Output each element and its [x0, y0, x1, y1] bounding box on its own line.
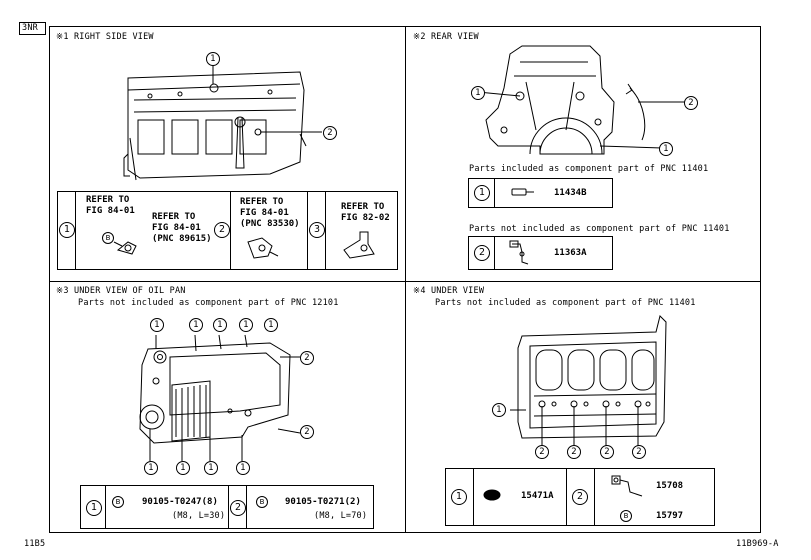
- engine-code: 3NR: [22, 23, 38, 33]
- vertical-divider: [405, 26, 407, 533]
- callout-1: 1: [659, 142, 673, 156]
- footer-right: 11B969-A: [736, 539, 779, 549]
- callout-2: 2: [684, 96, 698, 110]
- part-hose-icon: [509, 240, 529, 265]
- b-symbol: B: [256, 496, 268, 508]
- part-number-11434b: 11434B: [554, 188, 587, 198]
- ref-text: FIG 82-02: [341, 213, 390, 223]
- section-title-right-side: ※1 RIGHT SIDE VIEW: [56, 32, 154, 42]
- bolt-spec: (M8, L=30): [172, 511, 226, 521]
- table-num-2: 2: [572, 489, 588, 505]
- callout-1: 1: [471, 86, 485, 100]
- part-number-15708: 15708: [656, 481, 684, 491]
- callout-1: 1: [239, 318, 253, 332]
- callout-1: 1: [144, 461, 158, 475]
- b-symbol: B: [112, 496, 124, 508]
- included-parts-table: [468, 178, 613, 208]
- callout-2: 2: [300, 351, 314, 365]
- oil-pan-bolt-table: [80, 485, 374, 529]
- section-title-rear: ※2 REAR VIEW: [413, 32, 479, 42]
- horizontal-divider: [49, 281, 761, 283]
- callout-1: 1: [150, 318, 164, 332]
- callout-1: 1: [204, 461, 218, 475]
- part-plug-icon: [483, 489, 501, 501]
- table-num-2: 2: [230, 500, 246, 516]
- callout-2: 2: [567, 445, 581, 459]
- callout-1: 1: [206, 52, 220, 66]
- callout-1: 1: [492, 403, 506, 417]
- ref-text: REFER TO: [86, 195, 130, 205]
- part-number-90105-t0271: 90105-T0271(2): [285, 497, 361, 507]
- not-included-parts-table: [468, 236, 613, 270]
- callout-1: 1: [264, 318, 278, 332]
- ref-text: FIG 84-01: [86, 206, 135, 216]
- part-sensor-icon: [113, 241, 137, 255]
- b-symbol: B: [620, 510, 632, 522]
- under-view-parts-table: [445, 468, 715, 526]
- table-num-2: 2: [214, 222, 230, 238]
- ref-text: FIG 84-01: [240, 208, 289, 218]
- b-symbol: B: [102, 232, 114, 244]
- ref-text: (PNC 89615): [152, 234, 212, 244]
- oil-pan-note: Parts not included as component part of …: [78, 298, 339, 308]
- table-num-1: 1: [474, 185, 490, 201]
- part-number-11363a: 11363A: [554, 248, 587, 258]
- right-side-table: [57, 191, 398, 270]
- under-view-drawing: [510, 315, 667, 446]
- rear-view-drawing: [477, 45, 685, 155]
- callout-2: 2: [300, 425, 314, 439]
- part-number-15797: 15797: [656, 511, 684, 521]
- callout-1: 1: [236, 461, 250, 475]
- part-number-15471a: 15471A: [521, 491, 554, 501]
- under-view-note: Parts not included as component part of …: [435, 298, 696, 308]
- part-switch-icon: [247, 237, 279, 259]
- callout-1: 1: [176, 461, 190, 475]
- table-num-1: 1: [86, 500, 102, 516]
- not-included-note: Parts not included as component part of …: [469, 224, 730, 234]
- callout-2: 2: [323, 126, 337, 140]
- ref-text: REFER TO: [240, 197, 284, 207]
- ref-text: (PNC 83530): [240, 219, 300, 229]
- section-title-oil-pan: ※3 UNDER VIEW OF OIL PAN: [56, 286, 186, 296]
- part-number-90105-t0247: 90105-T0247(8): [142, 497, 218, 507]
- part-oil-jet-icon: [611, 475, 643, 497]
- callout-2: 2: [535, 445, 549, 459]
- part-pin-icon: [511, 188, 534, 196]
- ref-text: REFER TO: [152, 212, 196, 222]
- table-num-1: 1: [451, 489, 467, 505]
- section-title-under: ※4 UNDER VIEW: [413, 286, 485, 296]
- part-bracket-icon: [343, 231, 375, 259]
- ref-text: FIG 84-01: [152, 223, 201, 233]
- callout-2: 2: [600, 445, 614, 459]
- bolt-spec: (M8, L=70): [314, 511, 368, 521]
- callout-1: 1: [213, 318, 227, 332]
- ref-text: REFER TO: [341, 202, 385, 212]
- table-num-3: 3: [309, 222, 325, 238]
- engine-code-label: [19, 22, 46, 35]
- oil-pan-drawing: [139, 334, 301, 461]
- callout-2: 2: [632, 445, 646, 459]
- table-num-1: 1: [59, 222, 75, 238]
- footer-left: 11B5: [24, 539, 46, 549]
- callout-1: 1: [189, 318, 203, 332]
- included-note: Parts included as component part of PNC …: [469, 164, 709, 174]
- right-side-view-drawing: [123, 64, 322, 181]
- table-num-2: 2: [474, 245, 490, 261]
